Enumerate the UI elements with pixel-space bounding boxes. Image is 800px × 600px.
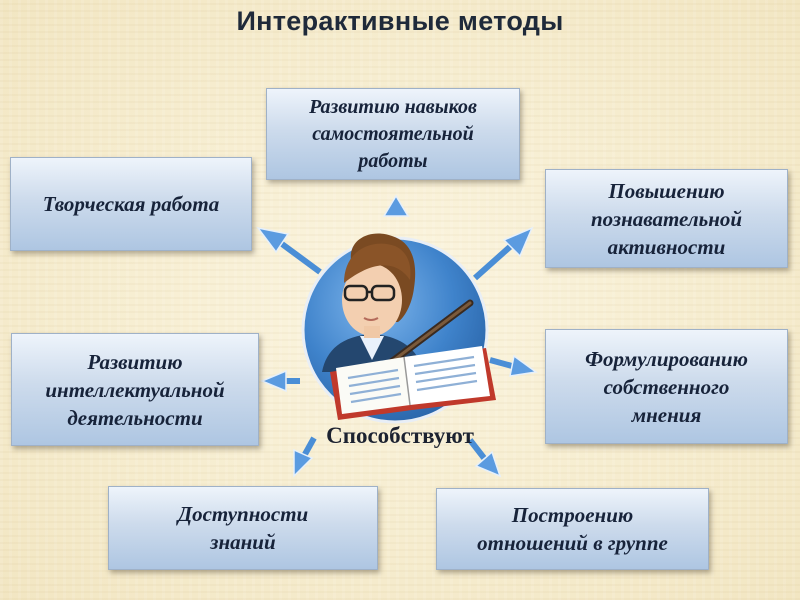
arrow-to-mid-left xyxy=(260,369,300,393)
box-group-relations: Построению отношений в группе xyxy=(436,488,709,570)
open-book-icon xyxy=(330,346,496,420)
box-creative-work: Творческая работа xyxy=(10,157,252,251)
box-intellectual-activity: Развитию интеллектуальной деятельности xyxy=(11,333,259,446)
arrow-to-bottom-left xyxy=(293,436,317,478)
arrow-to-bottom-right xyxy=(467,438,502,478)
box-own-opinion: Формулированию собственного мнения xyxy=(545,329,788,444)
arrow-to-top-right xyxy=(473,226,534,281)
arrow-to-top-left xyxy=(256,226,322,275)
slide-title: Интерактивные методы xyxy=(236,6,564,36)
center-label: Способствуют xyxy=(326,423,474,448)
box-cognitive-activity: Повышению познавательной активности xyxy=(545,169,788,268)
arrow-to-mid-right xyxy=(489,354,538,377)
box-knowledge-accessibility: Доступности знаний xyxy=(108,486,378,570)
box-independent-work-skills: Развитию навыков самостоятельной работы xyxy=(266,88,520,180)
arrowhead-top xyxy=(382,194,410,217)
